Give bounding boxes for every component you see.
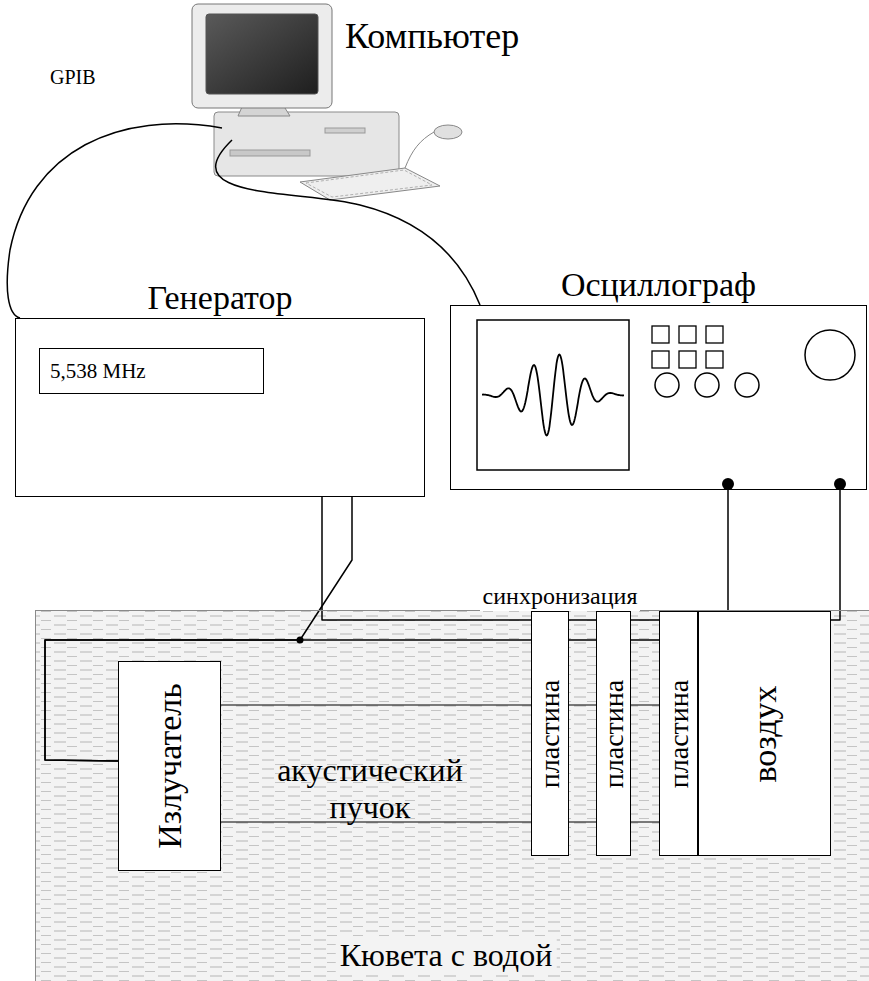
water-cuvette: Кювета с водой Излучатель пластина пластина…: [35, 610, 869, 981]
air-box: воздух: [698, 611, 831, 856]
oscilloscope-button: [706, 351, 723, 368]
wire-label: синхронизация: [480, 583, 641, 611]
box-label: пластина: [662, 679, 694, 787]
box-label: пластина: [597, 679, 629, 787]
box-label: Кювета с водой: [336, 937, 557, 974]
box-heading: Генератор: [147, 278, 292, 317]
box-label: воздух: [745, 685, 784, 782]
water-hatch: [35, 610, 869, 981]
oscilloscope-controls: [477, 320, 855, 490]
emitter-box: Излучатель: [118, 661, 221, 871]
beam-label: акустический пучок: [270, 752, 470, 826]
signal-wire: [322, 490, 840, 620]
box-label: 5,538 MHz: [50, 359, 146, 383]
water-ground: [35, 610, 869, 981]
generator-box: Генератор5,538 MHz: [15, 318, 425, 497]
box-label: пластина: [534, 679, 566, 787]
oscilloscope-button: [652, 326, 669, 343]
signal-waveform: [482, 355, 624, 436]
plate-box: пластина: [659, 611, 698, 856]
oscilloscope-button: [706, 326, 723, 343]
oscilloscope-button: [679, 351, 696, 368]
box-label: Излучатель: [150, 683, 189, 849]
bus-name: GPIB: [50, 66, 96, 89]
box-heading: Осциллограф: [561, 265, 756, 304]
oscilloscope-button: [679, 326, 696, 343]
frequency-display: 5,538 MHz: [39, 348, 264, 394]
plate-box: пластина: [596, 611, 631, 856]
oscilloscope-box: Осциллограф: [450, 305, 867, 490]
oscilloscope-button: [652, 351, 669, 368]
plate-box: пластина: [531, 611, 569, 856]
device-name: Компьютер: [345, 16, 519, 57]
